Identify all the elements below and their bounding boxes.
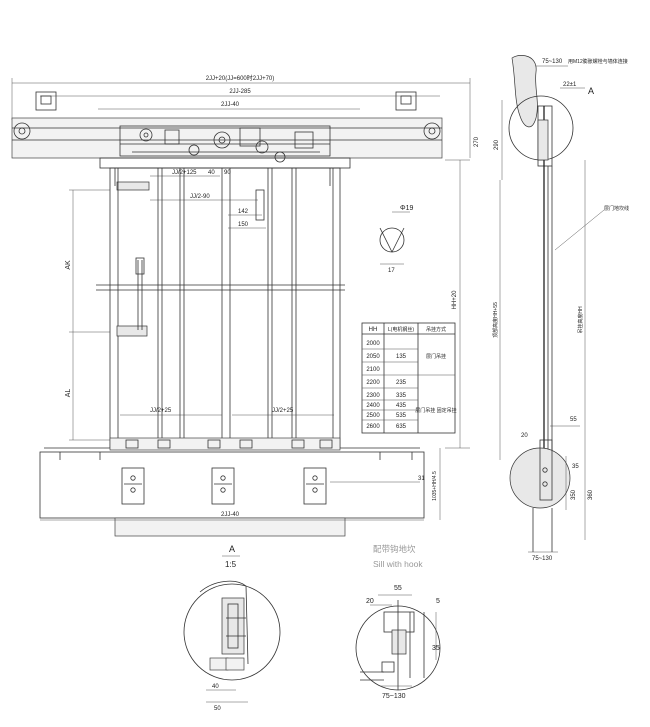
detail-a-50: 50 [214,706,221,712]
detail-b-55: 55 [394,585,402,592]
detail-b: 55 20 5 35 75~130 [355,585,441,700]
sill-plate [39,451,425,519]
side-360: 360 [588,489,594,500]
hanger-plate [99,157,351,169]
table-row-hh: 2000 [366,341,380,347]
hh-table: HH L(电机钢丝) 吊挂方式 2000 2050 2100 2200 2300… [361,322,457,434]
side-290: 290 [494,139,500,150]
dim-150: 150 [238,222,249,228]
dim-90: 90 [224,170,231,176]
detail-b-35: 35 [432,645,440,652]
phi-17: 17 [388,268,395,274]
detail-b-75: 75~130 [382,693,406,700]
table-row-l: 635 [396,424,407,430]
table-row-hh: 2400 [366,403,380,409]
side-bottom-dim: 75~130 [532,556,553,562]
mount-bracket-right [395,91,417,111]
dim-jj2-90: JJ/2-90 [190,194,210,200]
header-beam [11,117,443,159]
sill-bolts [121,467,327,505]
detail-b-5: 5 [436,598,440,605]
table-row-l: 135 [396,354,407,360]
hanger-block [116,181,150,191]
dim-40b: 40 [208,170,215,176]
dim-40: 2JJ-40 [221,102,240,108]
roller-left [13,122,31,140]
dim-270: 270 [474,136,480,147]
detail-a: A 1:5 40 50 [183,544,281,712]
roller-right [423,122,441,140]
side-hh55: 顶部高度HH+55 [492,302,499,338]
sill-hooks [59,439,413,460]
front-view: 2JJ+20(JJ=600时2JJ+70) 2JJ-285 2JJ-40 [11,74,480,537]
side-22-dim: 22±1 [563,82,577,88]
side-label-a: A [588,86,594,96]
door-frame [109,167,341,449]
side-note-right: 层门地坎线 [604,205,629,212]
side-view: 75~130 用M12膨胀螺栓与墙体连接 22±1 A 290 顶部高度HH+5… [492,55,629,562]
dim-142: 142 [238,209,249,215]
side-20: 20 [521,433,528,439]
dim-jj2-125: JJ/2+125 [172,170,197,176]
detail-b-20: 20 [366,598,374,605]
side-top-dim: 75~130 [542,59,563,65]
phi-detail: Φ19 17 [379,205,413,274]
detail-a-40: 40 [212,684,219,690]
dim-bottom: 2JJ-40 [221,512,240,518]
detail-a-scale: 1:5 [225,560,237,569]
mount-bracket-left [35,91,57,111]
detail-a-label: A [229,544,235,554]
table-row-l: 235 [396,380,407,386]
caption-en: Sill with hook [373,559,423,569]
operator-mechanism [119,125,331,157]
table-row-hh: 2600 [366,424,380,430]
table-row-hh: 2300 [366,393,380,399]
dim-jj2-25-left: JJ/2+25 [150,408,172,414]
table-row-l: 535 [396,413,407,419]
sill-top [109,437,341,451]
table-row-mode: 层门吊挂 固定吊挂 [415,407,456,414]
table-header-l: L(电机钢丝) [388,326,414,333]
door-arm-block [116,325,148,337]
table-header-hh: HH [369,327,378,333]
side-hh-note: 吊挂高度HH [577,306,584,334]
dim-285: 2JJ-285 [229,89,251,95]
dim-al: AL [65,389,72,398]
table-row-l: 435 [396,403,407,409]
table-rows: 2000 2050 2100 2200 2300 2400 2500 2600 … [366,341,456,430]
detail-a-circle [183,583,281,681]
sill-base [114,517,346,537]
side-m12-note: 用M12膨胀螺栓与墙体连接 [568,58,628,65]
side-35: 35 [572,464,579,470]
dim-overall: 2JJ+20(JJ=600时2JJ+70) [206,74,275,82]
wall-section [511,55,538,128]
table-row-mode: 层门吊挂 [426,353,446,360]
dim-31: 31 [418,476,425,482]
table-row-l: 335 [396,393,407,399]
dim-hh20: HH+20 [452,290,458,310]
phi-label: Φ19 [400,205,413,212]
table-row-hh: 2050 [366,354,380,360]
caption-cn: 配带钩地坎 [373,544,416,554]
dim-ak: AK [65,260,72,270]
dim-jj2-25-right: JJ/2+25 [272,408,294,414]
side-55: 55 [570,417,577,423]
dim-hh-h45: 1035+HH/4.5 [432,471,438,501]
side-350: 350 [571,489,577,500]
table-row-hh: 2500 [366,413,380,419]
table-row-hh: 2200 [366,380,380,386]
table-header-mode: 吊挂方式 [426,326,446,333]
table-row-hh: 2100 [366,367,380,373]
